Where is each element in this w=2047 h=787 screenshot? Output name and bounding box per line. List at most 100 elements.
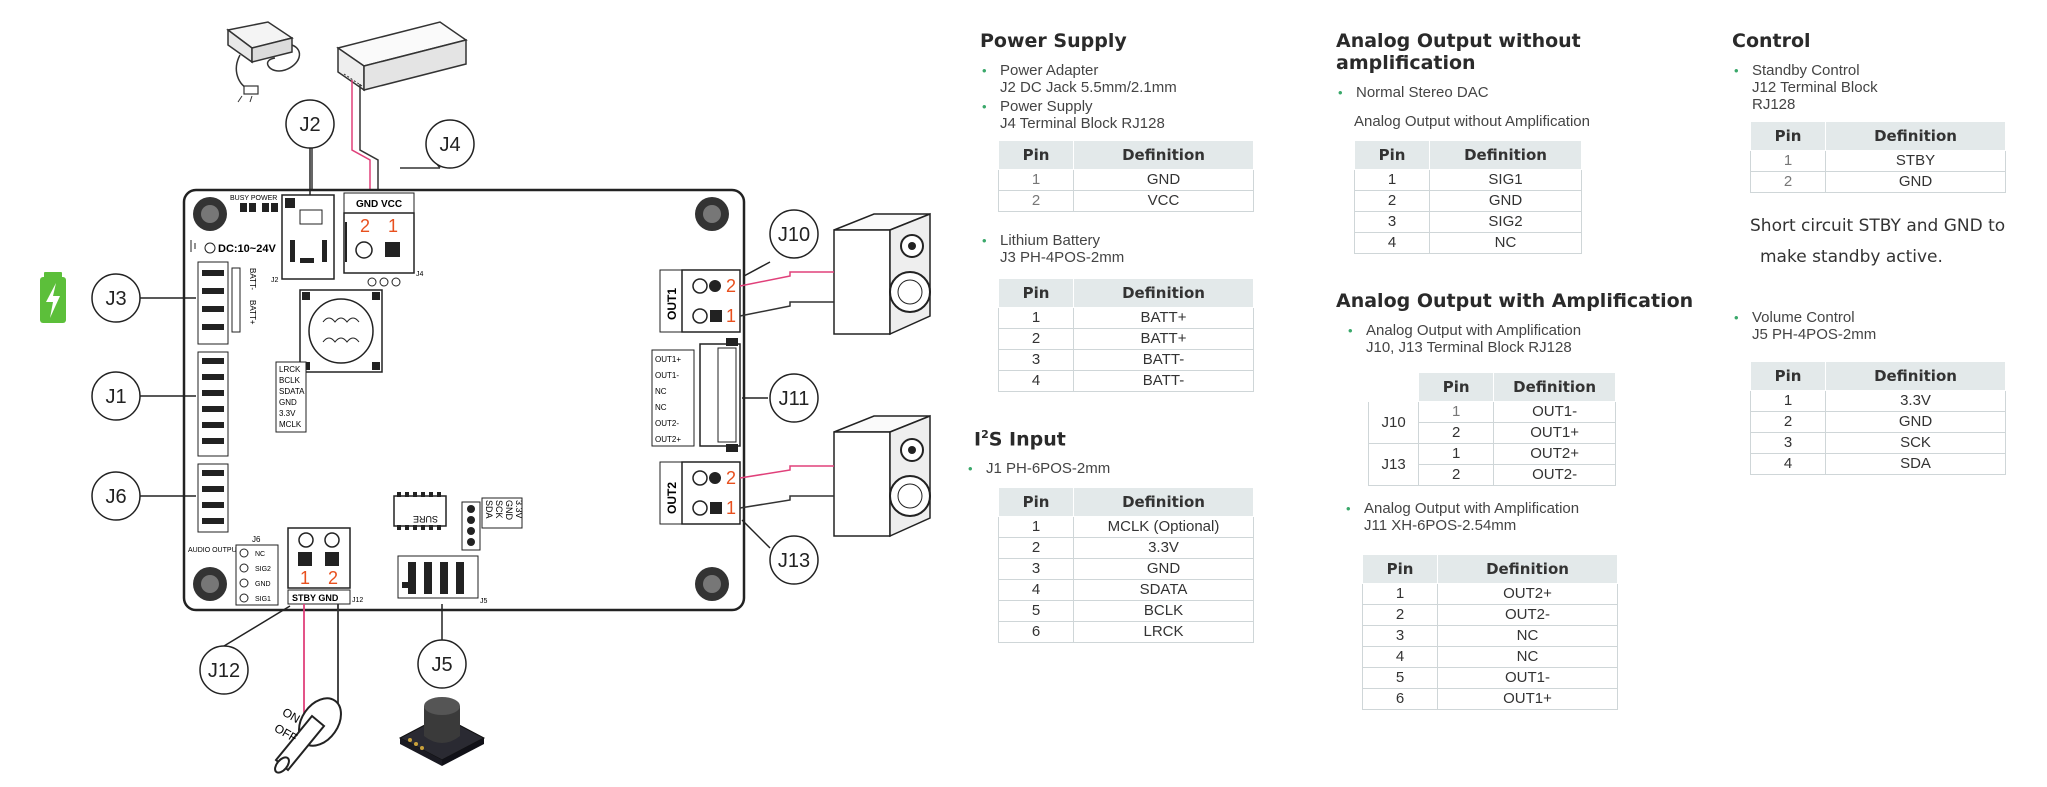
pin-cell: 4 bbox=[998, 370, 1074, 392]
col-header-definition: Definition bbox=[1429, 140, 1582, 170]
j6-pin-sig1: SIG1 bbox=[255, 596, 271, 603]
j13-terminal-2: 2 bbox=[726, 468, 736, 488]
definition-cell: GND bbox=[1073, 558, 1254, 581]
toggle-switch-image bbox=[274, 697, 342, 774]
i2s-pin-labels: LRCK BCLK SDATA GND 3.3V MCLK bbox=[275, 361, 307, 433]
pin-cell: 3 bbox=[998, 349, 1074, 371]
j3-batt-minus-label: BATT- bbox=[248, 268, 257, 290]
i2s-pin-sdata: SDATA bbox=[279, 387, 305, 396]
j6-pin-gnd: GND bbox=[255, 581, 271, 588]
j2-dc-jack bbox=[281, 194, 335, 280]
definition-cell: 3.3V bbox=[1825, 390, 2006, 412]
pin-cell: 2 bbox=[1354, 190, 1430, 212]
col-header-pin: Pin bbox=[998, 140, 1074, 170]
standby-note-line2: make standby active. bbox=[1760, 247, 1943, 267]
group-cell-j10: J10 bbox=[1367, 401, 1420, 444]
gnd-vcc-label: GND VCC bbox=[356, 199, 402, 210]
definition-cell: GND bbox=[1429, 190, 1582, 212]
control-title: Control bbox=[1732, 30, 1811, 52]
definition-cell: LRCK bbox=[1073, 621, 1254, 644]
pin-cell: 1 bbox=[1418, 401, 1495, 423]
j11-pin-out2p: OUT2+ bbox=[655, 435, 681, 444]
group-cell-j13: J13 bbox=[1367, 443, 1420, 486]
volume-control-label: Volume Control bbox=[1752, 309, 1855, 326]
out2-label: OUT2 bbox=[665, 482, 679, 514]
amp-xh-label: Analog Output with Amplification bbox=[1364, 500, 1580, 517]
power-adapter-label: Power Adapter bbox=[1000, 62, 1099, 79]
standby-control-detail-2: RJ128 bbox=[1752, 96, 1796, 113]
j11-connector bbox=[699, 338, 741, 452]
analog-no-amp-section: Analog Output without amplification Norm… bbox=[1336, 30, 1716, 268]
i2s-pin-bclk: BCLK bbox=[279, 376, 301, 385]
power-supply-image bbox=[336, 21, 468, 92]
j11-pin-nc2: NC bbox=[655, 403, 667, 412]
callout-j10: J10 bbox=[778, 224, 810, 246]
j3-batt-plus-label: BATT+ bbox=[248, 300, 257, 325]
amp-xh-detail: J11 XH-6POS-2.54mm bbox=[1364, 517, 1517, 534]
i2s-pin-3v3: 3.3V bbox=[279, 409, 296, 418]
j10-terminal-block bbox=[659, 269, 741, 333]
definition-cell: BATT+ bbox=[1073, 328, 1254, 350]
col-header-pin: Pin bbox=[998, 487, 1074, 518]
pin-cell: 4 bbox=[1362, 646, 1438, 668]
definition-cell: OUT2+ bbox=[1437, 583, 1618, 605]
pin-cell: 1 bbox=[1750, 150, 1826, 172]
busy-power-label: BUSY POWER bbox=[230, 195, 277, 202]
pin-cell: 1 bbox=[998, 169, 1074, 191]
definition-cell: OUT1+ bbox=[1437, 688, 1618, 710]
callout-j13: J13 bbox=[778, 550, 810, 572]
j5-header: SDA SCK GND 3.3V bbox=[461, 497, 524, 551]
callout-j12: J12 bbox=[208, 660, 240, 682]
col-header-definition: Definition bbox=[1073, 140, 1254, 170]
j5-small-label: J5 bbox=[480, 598, 488, 605]
j11-pin-labels: OUT1+ OUT1- NC NC OUT2- OUT2+ bbox=[651, 349, 695, 447]
i2s-connector-detail: J1 PH-6POS-2mm bbox=[986, 460, 1111, 478]
definition-cell: BATT- bbox=[1073, 370, 1254, 392]
audio-output-label: AUDIO OUTPUT bbox=[188, 547, 242, 554]
definition-cell: SDA bbox=[1825, 453, 2006, 475]
j2-small-label: J2 bbox=[271, 277, 279, 284]
pin-cell: 2 bbox=[1362, 604, 1438, 626]
col-header-pin: Pin bbox=[1418, 372, 1495, 402]
pin-cell: 1 bbox=[998, 307, 1074, 329]
col-header-definition: Definition bbox=[1073, 278, 1254, 308]
pin-cell: 4 bbox=[1750, 453, 1826, 475]
pin-cell: 6 bbox=[1362, 688, 1438, 710]
pin-cell: 2 bbox=[998, 328, 1074, 350]
pin-cell: 1 bbox=[1362, 583, 1438, 605]
i2s-title-sup: 2 bbox=[981, 428, 989, 441]
j12-terminal-block bbox=[287, 527, 351, 605]
pin-cell: 1 bbox=[998, 516, 1074, 539]
definition-cell: VCC bbox=[1073, 190, 1254, 212]
j4-small-label: J4 bbox=[416, 271, 424, 278]
stereo-dac-item: Normal Stereo DAC bbox=[1336, 84, 1716, 101]
j11-pin-out1p: OUT1+ bbox=[655, 355, 681, 364]
col-header-definition: Definition bbox=[1825, 121, 2006, 151]
j5-connector bbox=[397, 555, 479, 599]
standby-control-detail: J12 Terminal Block bbox=[1752, 79, 1878, 96]
pin-cell: 4 bbox=[998, 579, 1074, 602]
power-adapter-image bbox=[226, 21, 301, 103]
lithium-battery-detail: J3 PH-4POS-2mm bbox=[1000, 249, 1125, 266]
analog-amp-section: Analog Output with Amplification Analog … bbox=[1336, 290, 1716, 724]
j5-pin-3v3: 3.3V bbox=[514, 500, 524, 519]
definition-cell: NC bbox=[1429, 232, 1582, 254]
pin-cell: 1 bbox=[1418, 443, 1495, 465]
definition-cell: OUT1- bbox=[1437, 667, 1618, 689]
definition-cell: NC bbox=[1437, 646, 1618, 668]
